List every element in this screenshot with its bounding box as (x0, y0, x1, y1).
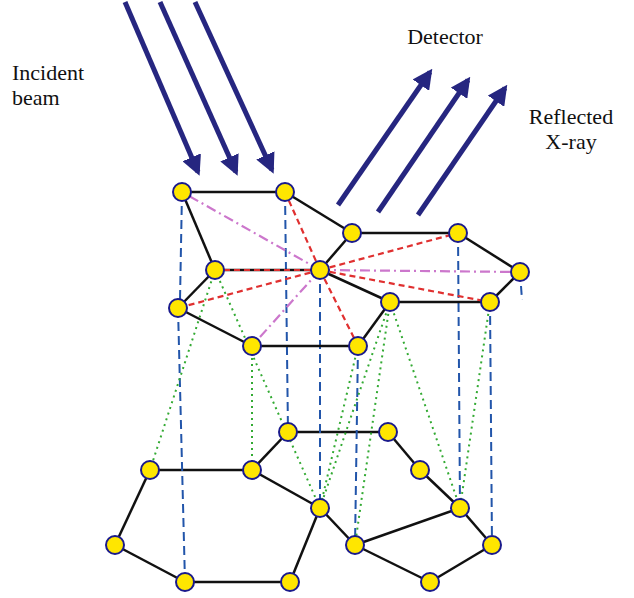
top-layer-bonds (178, 192, 520, 346)
reflected-arrows (338, 72, 505, 215)
incident-arrows (125, 2, 272, 172)
bottom-layer-bonds (115, 432, 492, 582)
carbon-atoms (106, 183, 529, 591)
second-neighbour-lines (182, 192, 520, 346)
neighbour-lines (178, 192, 490, 346)
reflected-label: Reflected X-ray (515, 104, 627, 155)
stacking-lines (178, 192, 522, 582)
interlayer-lines (150, 270, 490, 545)
beam-label: Incident beam (12, 60, 122, 111)
detector-label: Detector (380, 24, 510, 49)
